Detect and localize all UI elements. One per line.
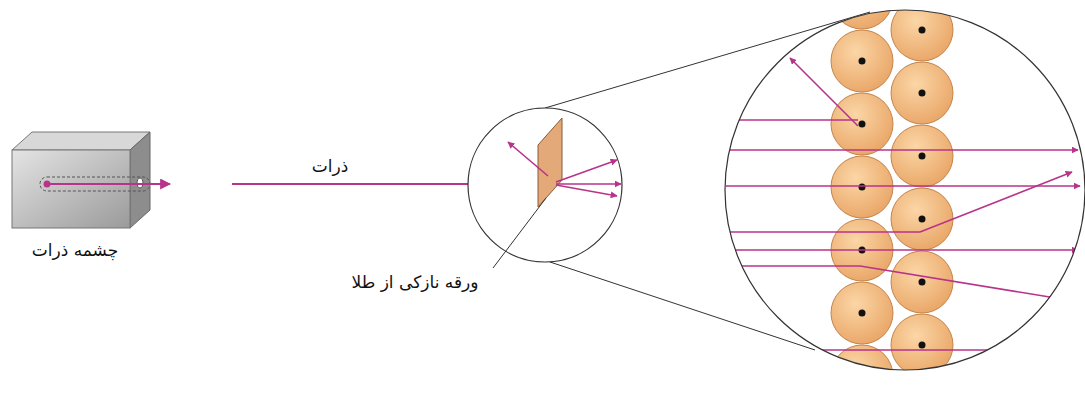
gold-atom (831, 93, 893, 155)
nucleus (859, 373, 866, 380)
atom-zoom (725, 0, 1085, 398)
leader-line (493, 198, 546, 268)
gold-atom (831, 0, 893, 29)
nucleus (859, 58, 866, 65)
gold-atom (891, 377, 953, 398)
gold-atom (891, 0, 953, 61)
beam-label: ذرات (312, 156, 349, 176)
gold-atom (891, 188, 953, 250)
nucleus (919, 279, 926, 286)
gold-atom (831, 345, 893, 398)
nucleus (919, 153, 926, 160)
foil-view (468, 108, 622, 268)
gold-atom (891, 251, 953, 313)
nucleus (919, 216, 926, 223)
source-label: چشمه ذرات (32, 240, 119, 260)
gold-atom (831, 156, 893, 218)
gold-atom (891, 314, 953, 376)
nucleus (859, 121, 866, 128)
gold-atom (891, 62, 953, 124)
gold-atom (831, 30, 893, 92)
nucleus (859, 310, 866, 317)
nucleus (859, 184, 866, 191)
gold-atom (831, 282, 893, 344)
nucleus (919, 90, 926, 97)
nucleus (859, 0, 866, 2)
gold-atom (891, 125, 953, 187)
particle-source (12, 132, 150, 228)
nucleus (919, 342, 926, 349)
nucleus (919, 27, 926, 34)
foil-label: ورقه نازکی از طلا (352, 272, 479, 292)
